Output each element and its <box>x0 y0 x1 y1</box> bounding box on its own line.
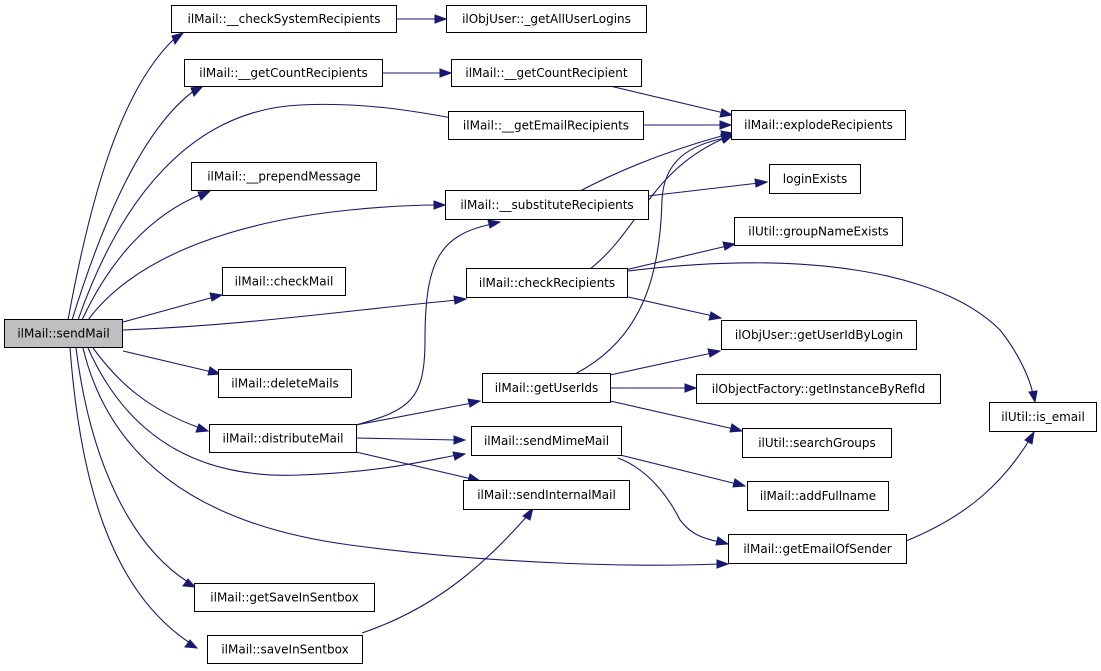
node-substituteRecipients[interactable]: ilMail::__substituteRecipients <box>445 190 649 220</box>
node-checkMail[interactable]: ilMail::checkMail <box>222 267 346 296</box>
edge-sendMimeMail-getEmailOfSender <box>617 457 730 546</box>
edges <box>67 14 1038 649</box>
edge-getEmailRecipients-explodeRecipients <box>644 120 733 130</box>
node-getEmailOfSender[interactable]: ilMail::getEmailOfSender <box>728 534 907 564</box>
node-label: ilMail::__getCountRecipient <box>465 66 628 80</box>
edge-substituteRecipients-loginExists <box>647 178 769 197</box>
node-label: ilMail::explodeRecipients <box>744 118 893 132</box>
node-label: ilMail::checkRecipients <box>479 276 615 290</box>
edge-sendMail-substituteRecipients <box>87 200 447 321</box>
edge-sendMail-distributeMail <box>92 347 210 433</box>
node-getAllUserLogins[interactable]: ilObjUser::_getAllUserLogins <box>446 5 647 33</box>
node-distributeMail[interactable]: ilMail::distributeMail <box>209 424 357 453</box>
edge-getUserIds-searchGroups <box>609 400 744 433</box>
node-label: ilMail::sendInternalMail <box>477 488 616 502</box>
node-getCountRecipients[interactable]: ilMail::__getCountRecipients <box>184 59 383 87</box>
node-label: ilMail::__substituteRecipients <box>460 198 633 212</box>
node-label: ilMail::getEmailOfSender <box>743 542 891 556</box>
node-deleteMails[interactable]: ilMail::deleteMails <box>218 369 352 398</box>
node-label: ilMail::checkMail <box>235 275 334 289</box>
node-sendMimeMail[interactable]: ilMail::sendMimeMail <box>471 426 622 456</box>
node-label: ilMail::__checkSystemRecipients <box>187 12 380 26</box>
node-getSaveInSentbox[interactable]: ilMail::getSaveInSentbox <box>194 583 375 612</box>
node-label: ilObjUser::_getAllUserLogins <box>462 12 631 26</box>
node-is_email[interactable]: ilUtil::is_email <box>989 402 1097 432</box>
node-label: ilMail::sendMail <box>17 327 109 341</box>
node-prependMessage[interactable]: ilMail::__prependMessage <box>191 162 377 191</box>
edge-checkSystemRecipients-getAllUserLogins <box>397 14 448 24</box>
edge-sendMail-prependMessage <box>81 190 212 321</box>
edge-distributeMail-substituteRecipients <box>355 219 502 426</box>
edge-sendMimeMail-addFullname <box>619 454 747 488</box>
edge-getUserIds-explodeRecipients <box>574 133 735 375</box>
edge-checkRecipients-getUserIdByLogin <box>627 296 723 321</box>
edge-sendMail-checkSystemRecipients <box>67 32 185 321</box>
edge-saveInSentbox-sendInternalMail <box>361 506 534 634</box>
node-explodeRecipients[interactable]: ilMail::explodeRecipients <box>731 110 906 140</box>
node-addFullname[interactable]: ilMail::addFullname <box>747 481 889 511</box>
node-label: ilMail::addFullname <box>760 489 876 503</box>
node-label: ilMail::deleteMails <box>231 377 339 391</box>
node-groupNameExists[interactable]: ilUtil::groupNameExists <box>734 217 903 246</box>
edge-sendMail-saveInSentbox <box>69 347 199 649</box>
node-loginExists[interactable]: loginExists <box>769 164 861 194</box>
nodes: ilMail::sendMail ilMail::__checkSystemRe… <box>4 5 1097 664</box>
edge-distributeMail-getUserIds <box>355 398 482 426</box>
edge-getCountRecipients-getCountRecipient <box>383 68 453 78</box>
node-label: ilUtil::searchGroups <box>758 436 876 450</box>
node-label: ilMail::distributeMail <box>223 432 344 446</box>
edge-distributeMail-sendMimeMail <box>355 435 467 445</box>
edge-getUserIds-getInstanceByRefId <box>610 383 698 393</box>
edge-sendMail-checkRecipients <box>122 295 468 331</box>
edge-sendMail-checkMail <box>122 292 224 323</box>
node-getEmailRecipients[interactable]: ilMail::__getEmailRecipients <box>448 111 644 140</box>
node-label: ilObjectFactory::getInstanceByRefId <box>712 382 925 396</box>
edge-sendMail-getSaveInSentbox <box>75 347 197 588</box>
node-getCountRecipient[interactable]: ilMail::__getCountRecipient <box>451 59 642 87</box>
edge-sendMail-sendMimeMail <box>87 347 467 476</box>
node-label: ilObjUser::getUserIdByLogin <box>735 328 903 342</box>
node-label: ilMail::__getEmailRecipients <box>463 119 629 133</box>
edge-sendMail-deleteMails <box>122 350 222 376</box>
node-checkRecipients[interactable]: ilMail::checkRecipients <box>466 268 628 298</box>
node-checkSystemRecipients[interactable]: ilMail::__checkSystemRecipients <box>171 5 397 33</box>
node-getUserIds[interactable]: ilMail::getUserIds <box>482 373 611 403</box>
edge-getEmailOfSender-is_email <box>905 430 1035 542</box>
node-label: ilMail::sendMimeMail <box>484 434 609 448</box>
node-label: ilUtil::groupNameExists <box>748 225 888 239</box>
edge-checkRecipients-groupNameExists <box>624 241 737 271</box>
node-sendMail[interactable]: ilMail::sendMail <box>4 319 123 348</box>
edge-getUserIds-getUserIdByLogin <box>609 348 722 376</box>
edge-checkRecipients-is_email <box>627 262 1038 404</box>
node-label: loginExists <box>783 172 847 186</box>
node-label: ilMail::getSaveInSentbox <box>210 591 358 605</box>
node-label: ilUtil::is_email <box>1001 410 1085 424</box>
node-saveInSentbox[interactable]: ilMail::saveInSentbox <box>207 635 363 664</box>
node-label: ilMail::saveInSentbox <box>221 643 348 657</box>
node-searchGroups[interactable]: ilUtil::searchGroups <box>742 428 892 458</box>
node-label: ilMail::getUserIds <box>495 381 599 395</box>
node-getUserIdByLogin[interactable]: ilObjUser::getUserIdByLogin <box>721 320 917 350</box>
edge-sendMail-getEmailOfSender <box>82 347 730 569</box>
node-getInstanceByRefId[interactable]: ilObjectFactory::getInstanceByRefId <box>696 374 941 404</box>
node-label: ilMail::__prependMessage <box>207 170 361 184</box>
node-label: ilMail::__getCountRecipients <box>199 66 367 80</box>
node-sendInternalMail[interactable]: ilMail::sendInternalMail <box>463 480 630 510</box>
edge-getCountRecipient-explodeRecipients <box>609 85 734 118</box>
